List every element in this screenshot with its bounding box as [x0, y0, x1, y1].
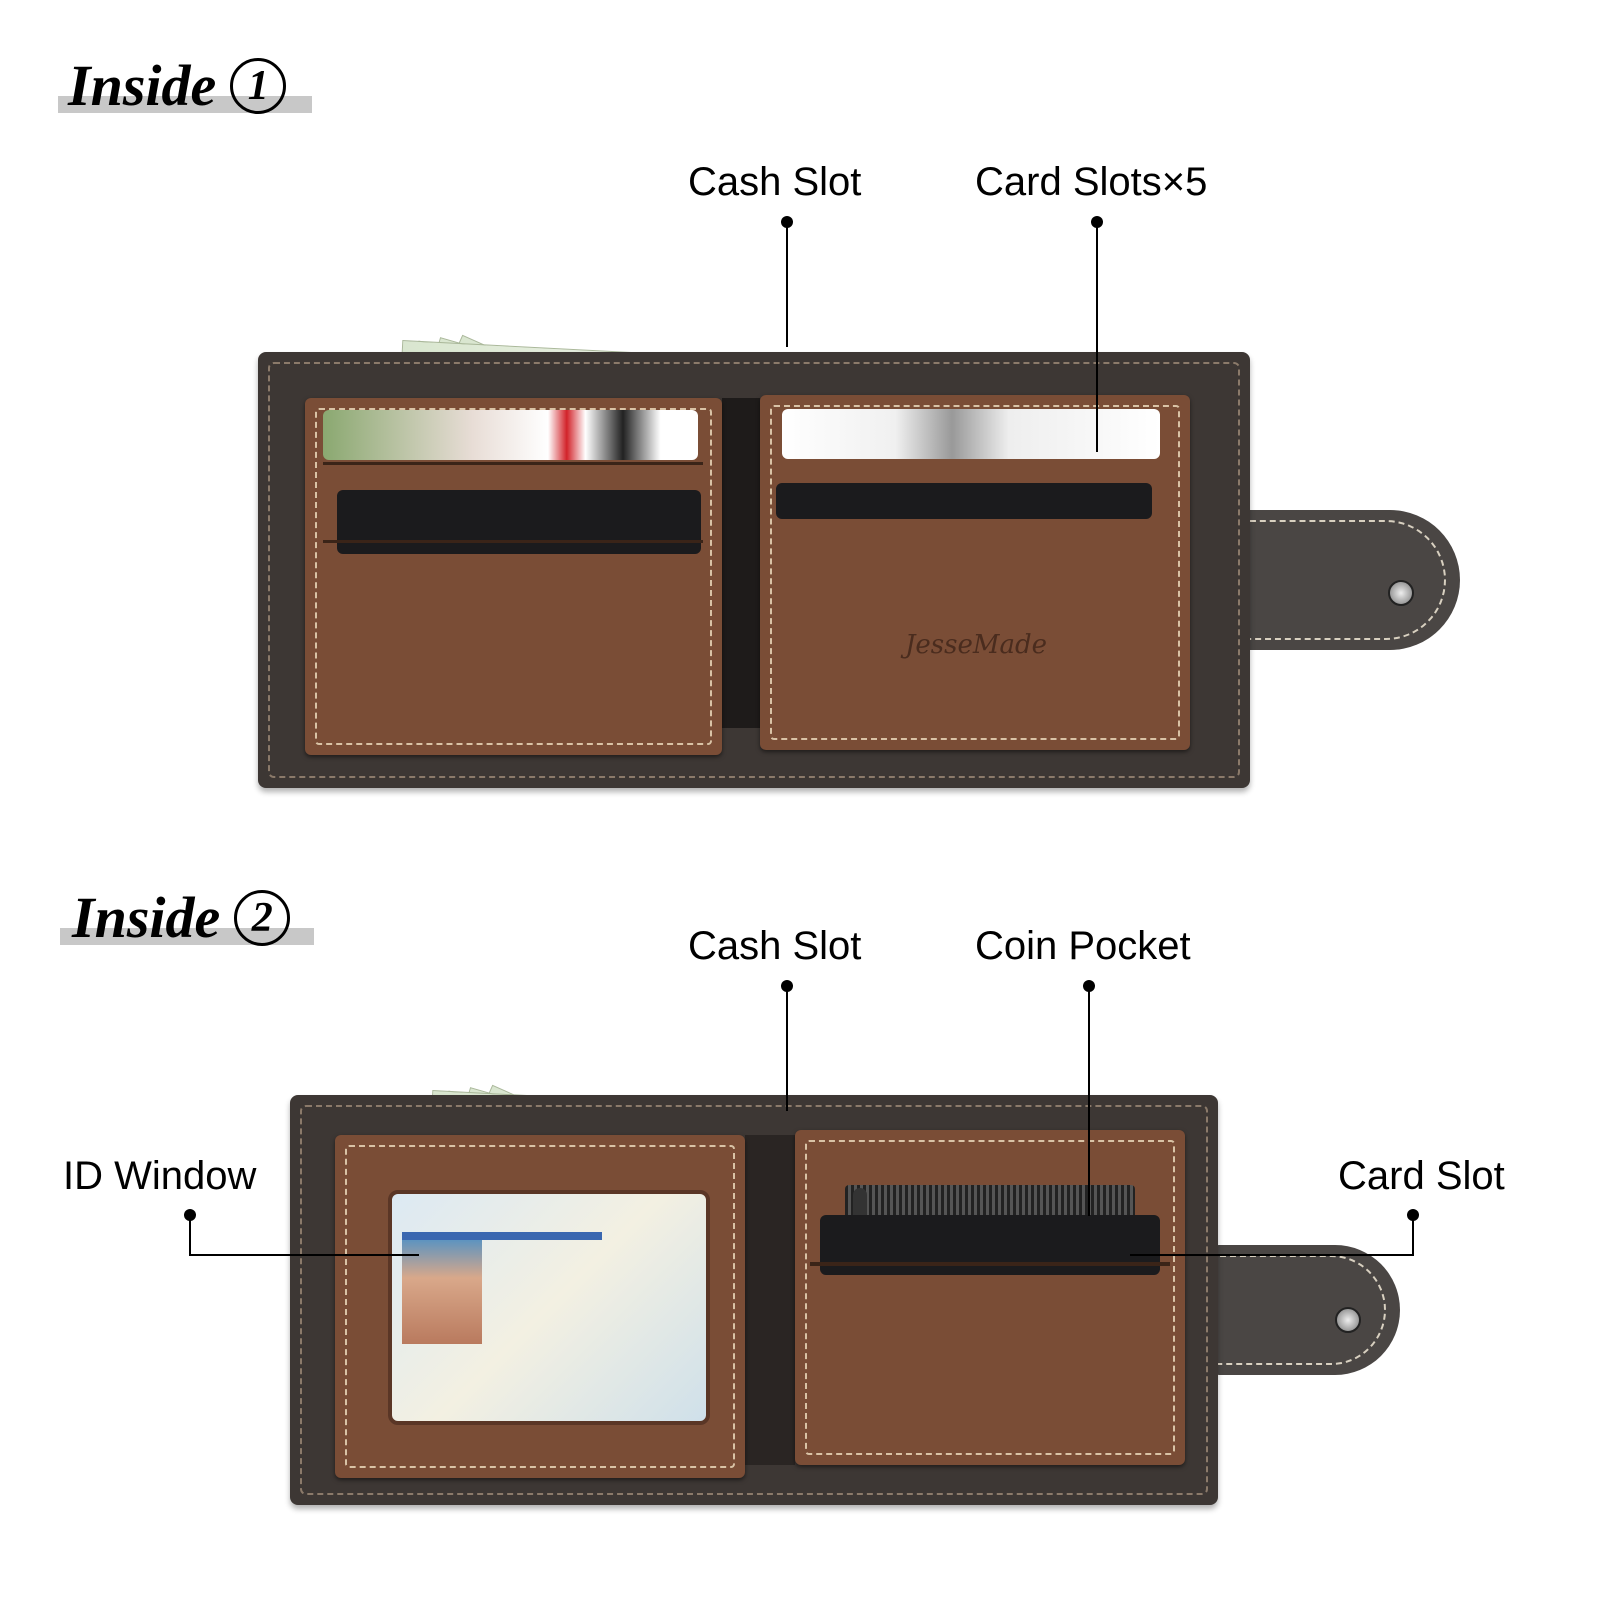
heading-text: Inside [72, 885, 221, 950]
left-id-panel [335, 1135, 745, 1478]
snap-strap[interactable] [1240, 510, 1460, 650]
right-coin-panel [795, 1130, 1185, 1465]
coin-pocket-zipper[interactable] [845, 1185, 1135, 1225]
callout-line [1088, 986, 1090, 1216]
snap-button[interactable] [1335, 1307, 1361, 1333]
card [323, 410, 698, 460]
label-cash-slot: Cash Slot [688, 924, 862, 968]
black-card [820, 1215, 1160, 1275]
snap-button[interactable] [1388, 580, 1414, 606]
black-card [776, 483, 1152, 519]
id-photo [402, 1234, 482, 1344]
label-coin-pocket: Coin Pocket [975, 924, 1191, 968]
label-card-slots: Card Slots×5 [975, 160, 1208, 204]
label-id-window: ID Window [63, 1154, 257, 1198]
callout-line [786, 222, 788, 347]
slot-line [323, 540, 703, 543]
callout-line [1130, 1254, 1414, 1256]
label-cash-slot: Cash Slot [688, 160, 862, 204]
id-header-bar [402, 1232, 602, 1240]
snap-strap[interactable] [1210, 1245, 1400, 1375]
zipper-pull-icon[interactable] [853, 1188, 867, 1248]
callout-line [189, 1215, 191, 1256]
center-fold [745, 1135, 795, 1465]
callout-line [1412, 1215, 1414, 1256]
label-card-slot: Card Slot [1338, 1154, 1505, 1198]
left-card-panel [305, 398, 722, 755]
callout-line [786, 986, 788, 1111]
circled-number: 2 [234, 890, 291, 946]
heading-text: Inside [68, 53, 217, 118]
slot-line [810, 1262, 1170, 1266]
slot-line [323, 462, 703, 465]
brand-logo: JesseMade [905, 630, 1048, 660]
circled-number: 1 [230, 58, 287, 114]
card [782, 409, 1160, 459]
black-card [337, 490, 701, 554]
callout-line [189, 1254, 419, 1256]
center-fold [722, 398, 760, 728]
id-window[interactable] [388, 1190, 710, 1425]
right-card-panel: JesseMade [760, 395, 1190, 750]
callout-line [1096, 222, 1098, 452]
